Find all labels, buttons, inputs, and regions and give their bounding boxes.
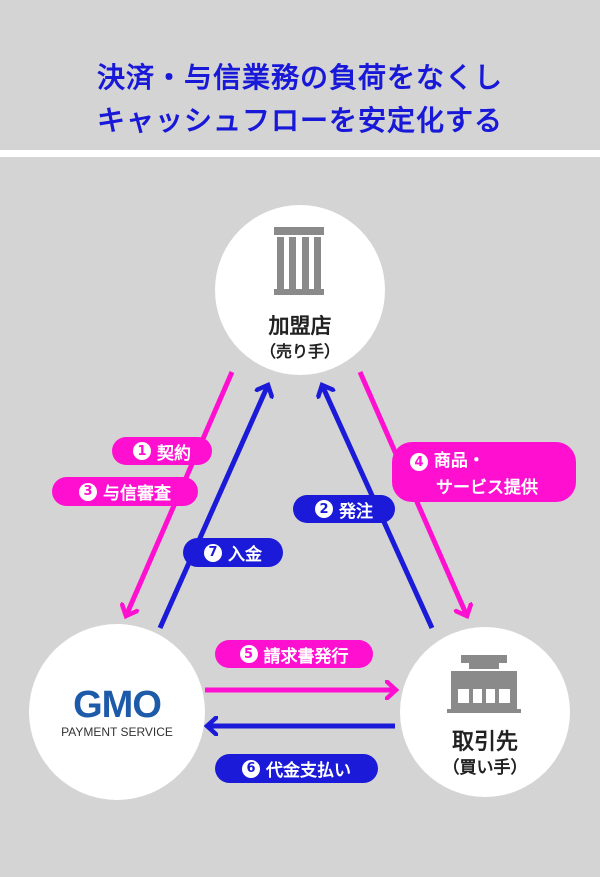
step-4-label: 4 商品・ サービス提供 [392,442,576,502]
buyer-name: 取引先 [451,730,518,755]
step-5-label: 5 請求書発行 [215,640,373,668]
step-1-label: 1 契約 [112,437,212,465]
step-text: 代金支払い [266,761,351,781]
title-line-2: キャッシュフローを安定化する [96,104,503,137]
step-number: 3 [79,482,97,501]
step-text-2: サービス提供 [436,478,538,499]
step-7-label: 7 入金 [183,538,283,567]
building-icon [274,227,324,295]
divider [0,150,600,157]
step-text: 入金 [228,545,262,565]
step-text: 請求書発行 [263,646,349,667]
step-3-label: 3 与信審査 [52,477,198,506]
merchant-name: 加盟店 [268,314,332,338]
step-text: 与信審査 [103,484,171,504]
step-2-label: 2 発注 [293,495,395,523]
step-text: 発注 [339,501,373,522]
gmo-node: GMO PAYMENT SERVICE [29,624,205,800]
step-number: 1 [133,442,151,460]
buyer-node: 取引先 （買い手） [400,627,570,797]
step-number: 2 [315,500,333,518]
gmo-logo: GMO [73,684,162,726]
merchant-node: 加盟店 （売り手） [215,205,385,375]
title-line-1: 決済・与信業務の負荷をなくし [96,61,503,94]
store-icon [447,655,521,713]
step-6-label: 6 代金支払い [215,754,378,783]
step-text: 契約 [157,443,191,464]
buyer-sub: （買い手） [442,758,528,778]
step-number: 6 [242,759,260,778]
step-text: 商品・ [433,450,485,471]
gmo-sub: PAYMENT SERVICE [61,725,173,739]
step-number: 7 [204,543,222,562]
step-number: 5 [239,645,258,663]
arrow-deposit [157,385,268,630]
step-number: 4 [410,453,428,472]
merchant-sub: （売り手） [259,342,340,361]
